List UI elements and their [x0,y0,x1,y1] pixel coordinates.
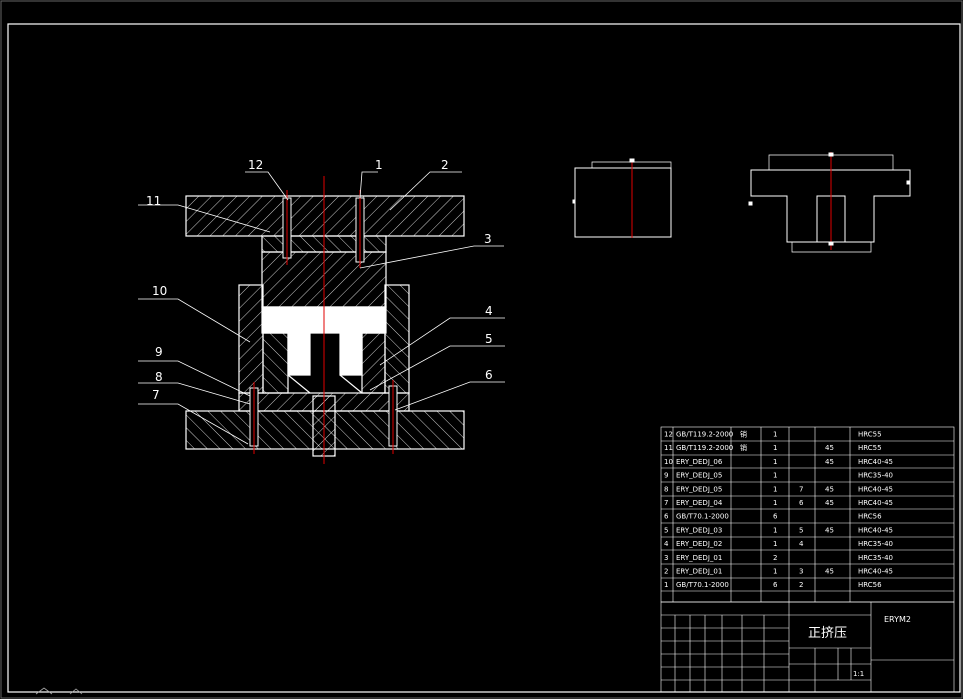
bom-cell-note: HRC35-40 [858,540,893,548]
bom-cell-name: 销 [740,443,747,452]
bom-cell-qty: 1 [773,431,777,439]
bom-cell-note: HRC35-40 [858,472,893,480]
bom-cell-mat: 45 [825,526,834,534]
bom-cell-code: ERY_DEDJ_01 [676,554,722,562]
bom-cell-no: 5 [664,526,668,534]
label-1: 1 [375,158,383,172]
label-11: 11 [146,194,161,208]
bom-cell-mat: 45 [825,485,834,493]
workpiece-profile [261,306,387,376]
bom-cell-mat: 45 [825,458,834,466]
bom-cell-qty: 1 [773,526,777,534]
bom-cell-code: ERY_DEDJ_06 [676,458,723,466]
leader-lines [138,171,505,445]
bom-cell-code: ERY_DEDJ_02 [676,540,722,548]
bom-cell-mat: 45 [825,499,834,507]
bom-cell-code: GB/T119.2-2000 [676,431,733,439]
die-ring-right [384,284,410,394]
bom-cell-no: 11 [664,444,673,452]
bom-cell-qty: 1 [773,499,777,507]
bom-cell-code: GB/T70.1-2000 [676,513,729,521]
label-3: 3 [484,232,492,246]
upper-plate [185,195,465,237]
ucs-icon [35,687,83,695]
cavity-line [339,374,363,394]
bom-cell-ref: 3 [799,568,803,576]
bom-cell-code: ERY_DEDJ_04 [676,499,723,507]
cavity-line [287,374,311,394]
label-5: 5 [485,332,493,346]
bom-cell-no: 7 [664,499,668,507]
bom-grid [660,426,955,603]
bom-cell-code: ERY_DEDJ_05 [676,472,722,480]
bom-cell-note: HRC56 [858,581,882,589]
part-labels: 1 2 3 4 5 6 7 8 9 10 11 12 [146,158,493,402]
bom-cell-note: HRC55 [858,431,882,439]
bom-cell-ref: 7 [799,485,803,493]
bom-cell-no: 2 [664,568,668,576]
inner-frame [7,23,961,693]
bom-cell-qty: 1 [773,568,777,576]
bom-cell-no: 6 [664,513,669,521]
label-4: 4 [485,304,493,318]
drawing-code: ERYM2 [884,615,911,624]
label-12: 12 [248,158,263,172]
drawing-scale: 1:1 [853,670,864,678]
die-insert [262,332,289,394]
bom-cell-note: HRC40-45 [858,485,893,493]
bom-cell-note: HRC55 [858,444,882,452]
label-9: 9 [155,345,163,359]
bom-cell-no: 9 [664,472,668,480]
bom-cell-code: GB/T70.1-2000 [676,581,729,589]
bom-cell-qty: 1 [773,540,777,548]
part-view-front [572,158,672,238]
bom-cell-code: ERY_DEDJ_05 [676,485,722,493]
label-7: 7 [152,388,160,402]
bom-cell-note: HRC40-45 [858,458,893,466]
bom-cell-no: 1 [664,581,668,589]
bom-cell-no: 8 [664,485,668,493]
bom-cell-mat: 45 [825,568,834,576]
label-6: 6 [485,368,493,382]
title-block: 正挤压 ERYM2 1:1 [660,601,955,693]
bom-cell-qty: 6 [773,581,778,589]
bom-cell-note: HRC56 [858,513,882,521]
bom-cell-qty: 2 [773,554,777,562]
bom-cell-name: 销 [740,430,747,439]
bom-cell-note: HRC40-45 [858,568,893,576]
bom-cell-code: ERY_DEDJ_01 [676,568,722,576]
bom-cell-qty: 1 [773,472,777,480]
bom-cell-no: 3 [664,554,668,562]
die-assembly-section [185,195,465,457]
bom-cell-note: HRC40-45 [858,499,893,507]
bom-cell-ref: 6 [799,499,804,507]
bom-cell-qty: 6 [773,513,778,521]
bom-cell-no: 4 [664,540,669,548]
bom-cell-ref: 4 [799,540,804,548]
bom-cell-qty: 1 [773,458,777,466]
bom-cell-note: HRC40-45 [858,526,893,534]
label-2: 2 [441,158,449,172]
label-10: 10 [152,284,167,298]
bom-cell-no: 12 [664,431,673,439]
bom-cell-mat: 45 [825,444,834,452]
bom-cell-ref: 2 [799,581,803,589]
die-ring-left [238,284,264,394]
bom-cell-ref: 5 [799,526,803,534]
bom-cell-qty: 1 [773,444,777,452]
label-8: 8 [155,370,163,384]
part-view-side [748,152,911,253]
bom-cell-note: HRC35-40 [858,554,893,562]
bom-cell-code: GB/T119.2-2000 [676,444,733,452]
bom-cell-code: ERY_DEDJ_03 [676,526,722,534]
drawing-title: 正挤压 [808,626,847,641]
centre-lines [253,176,394,464]
bom-cell-no: 10 [664,458,673,466]
bom-cell-qty: 1 [773,485,777,493]
